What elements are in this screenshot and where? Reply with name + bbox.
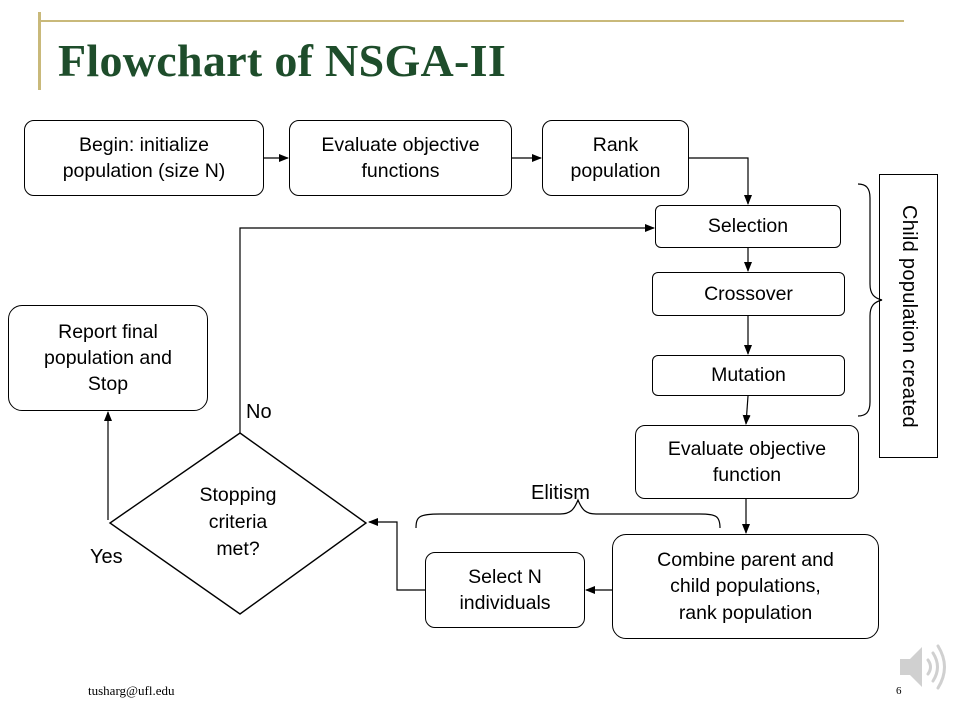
title-frame-horizontal [38, 20, 904, 22]
selection-text: Selection [707, 215, 789, 238]
select-n-box: Select N individuals [425, 552, 585, 628]
evaluate-objective-function-text: Evaluate objective function [667, 437, 827, 486]
begin-box: Begin: initialize population (size N) [24, 120, 264, 196]
yes-label: Yes [90, 546, 123, 568]
child-population-text: Child population created [898, 204, 920, 428]
select-n-text: Select N individuals [459, 565, 551, 614]
arrow-rank-to-selection [689, 157, 752, 205]
combine-text: Combine parent and child populations, ra… [657, 549, 834, 624]
child-population-box: Child population created [879, 174, 938, 458]
elitism-label: Elitism [531, 482, 590, 504]
evaluate-objective-functions-box: Evaluate objective functions [289, 120, 512, 196]
crossover-box: Crossover [652, 272, 845, 316]
child-population-brace [857, 183, 883, 417]
combine-box: Combine parent and child populations, ra… [612, 534, 879, 639]
mutation-text: Mutation [711, 364, 786, 387]
evaluate-objective-function-box: Evaluate objective function [635, 425, 859, 499]
speaker-icon[interactable] [898, 638, 948, 696]
slide-title: Flowchart of NSGA-II [58, 35, 507, 86]
footer-email: tusharg@ufl.edu [88, 683, 175, 698]
decision-diamond [108, 432, 368, 615]
evaluate-objective-functions-text: Evaluate objective functions [321, 133, 480, 182]
selection-box: Selection [655, 205, 841, 248]
arrow-select-n-to-decision [368, 518, 425, 591]
arrow-no-to-selection [239, 224, 655, 433]
report-box: Report final population and Stop [8, 305, 208, 411]
elitism-brace [415, 498, 721, 529]
crossover-text: Crossover [704, 282, 793, 305]
title-frame-vertical [38, 12, 41, 90]
page-number: 6 [896, 685, 902, 697]
report-text: Report final population and Stop [44, 320, 172, 396]
rank-population-box: Rank population [542, 120, 689, 196]
rank-population-text: Rank population [570, 133, 661, 182]
begin-text: Begin: initialize population (size N) [62, 133, 226, 182]
arrow-mutation-to-evaluate [742, 395, 751, 425]
no-label: No [246, 401, 272, 423]
stopping-criteria-text: Stopping criteria met? [199, 484, 277, 560]
mutation-box: Mutation [652, 355, 845, 396]
